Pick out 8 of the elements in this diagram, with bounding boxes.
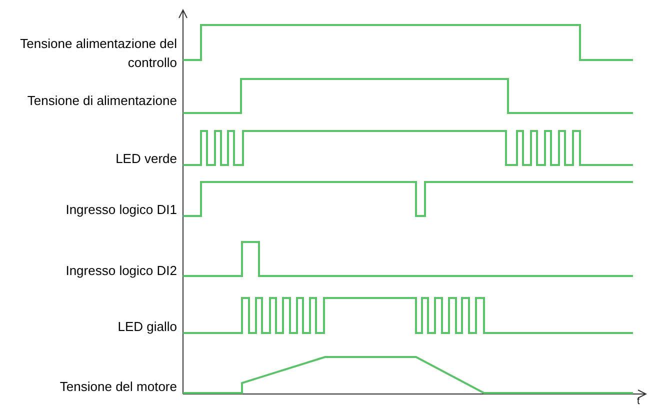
- signal-label: Tensione alimentazione del controllo: [20, 36, 177, 70]
- signal-label: LED giallo: [118, 319, 177, 334]
- signal-label: Tensione del motore: [60, 379, 177, 394]
- axis-label: t: [637, 396, 640, 407]
- signal-label: LED verde: [116, 151, 177, 166]
- signal-label: Ingresso logico DI2: [66, 263, 177, 278]
- signal-label: Ingresso logico DI1: [66, 202, 177, 217]
- signal-label: Tensione di alimentazione: [27, 93, 177, 108]
